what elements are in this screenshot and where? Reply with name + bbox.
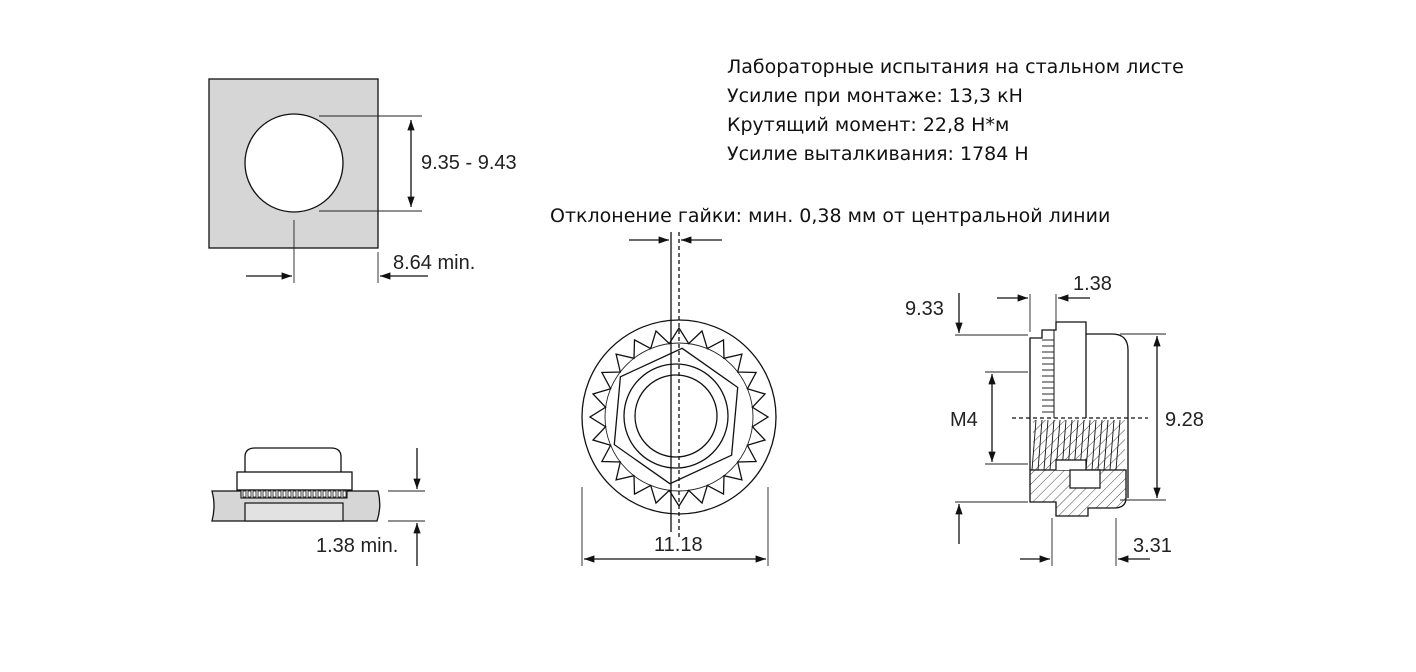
installed-view: 1.38 min. <box>211 447 425 566</box>
dim-overall-height: 9.28 <box>1165 409 1204 431</box>
side-knurl <box>1042 330 1055 418</box>
thread-bore <box>634 374 718 458</box>
dim-sheet-thickness: 1.38 min. <box>316 535 398 557</box>
dim-edge-distance: 8.64 min. <box>393 252 475 274</box>
collar-outline <box>623 363 729 469</box>
knurl-teeth <box>242 490 347 498</box>
hex-body <box>613 347 739 485</box>
dim-hole-diameter: 9.35 - 9.43 <box>421 152 517 174</box>
dim-thread: M4 <box>950 409 978 431</box>
info-line-pushout: Усилие выталкивания: 1784 Н <box>727 143 1029 165</box>
info-line-title: Лабораторные испытания на стальном листе <box>727 56 1184 78</box>
info-line-torque: Крутящий момент: 22,8 Н*м <box>727 114 1009 136</box>
dim-shank: 3.31 <box>1133 535 1172 557</box>
dim-height-left: 9.33 <box>905 298 944 320</box>
info-line-install-force: Усилие при монтаже: 13,3 кН <box>727 85 1023 107</box>
dim-top-offset: 1.38 <box>1073 273 1112 295</box>
mounting-hole <box>244 113 344 213</box>
top-view: 11.18 <box>581 232 777 566</box>
deviation-note: Отклонение гайки: мин. 0,38 мм от центра… <box>550 205 1110 227</box>
shank-section <box>1029 469 1127 517</box>
dim-flange-diameter: 11.18 <box>654 534 703 556</box>
hole-view: 9.35 - 9.43 8.64 min. <box>208 78 517 283</box>
section-view: 9.33 1.38 M4 9.28 3.31 <box>905 273 1204 566</box>
test-info: Лабораторные испытания на стальном листе… <box>550 56 1184 227</box>
